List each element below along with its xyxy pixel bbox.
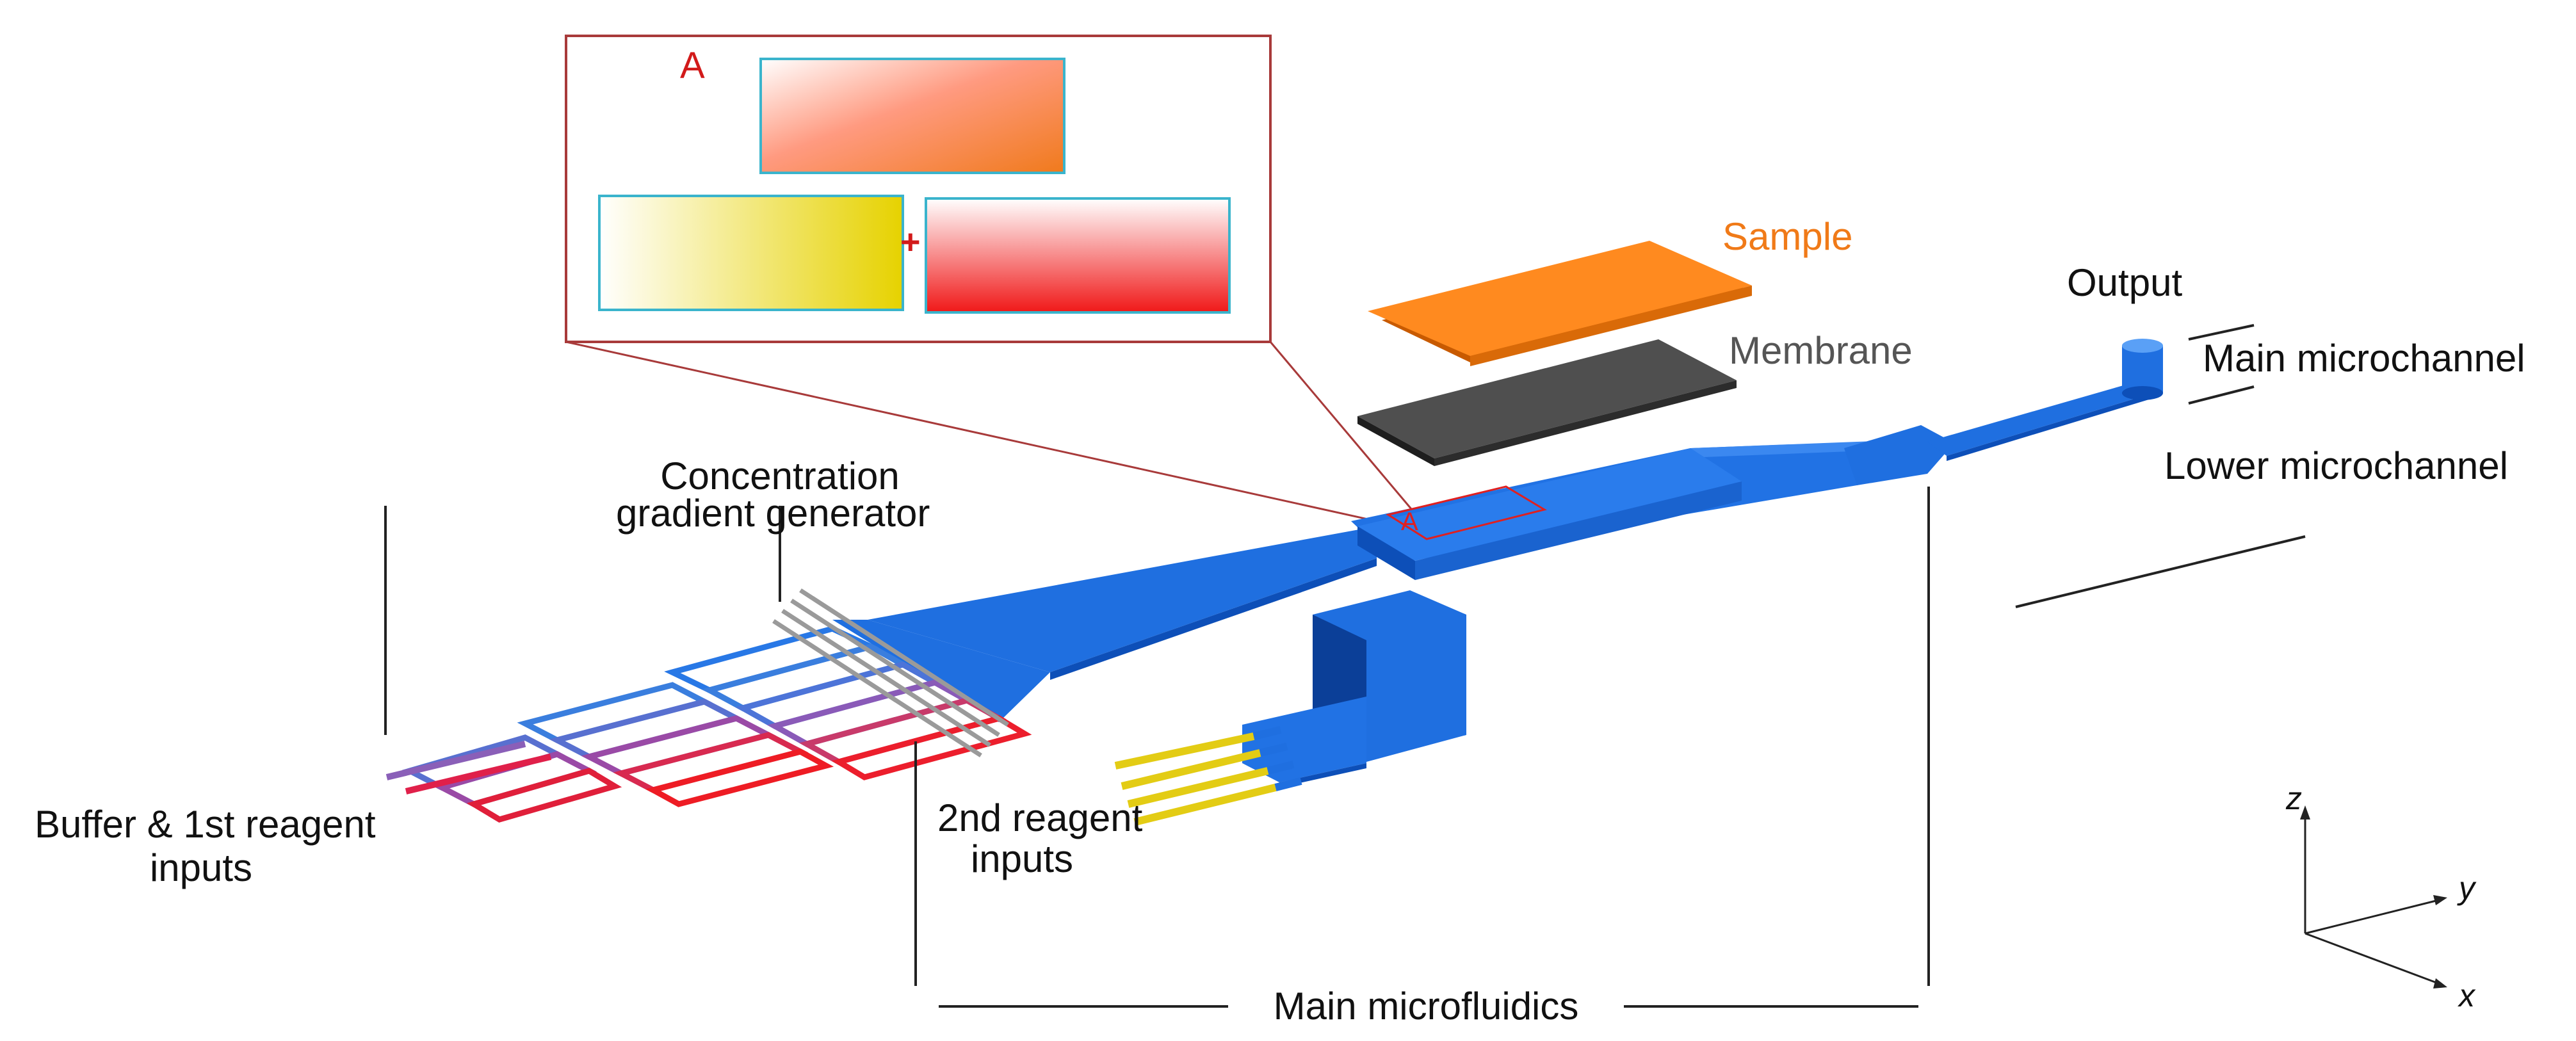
inset-plus-sign: +: [900, 223, 921, 261]
output-label: Output: [2067, 261, 2182, 304]
y-axis-label: y: [2457, 870, 2477, 906]
second-reagent-inputs: [1114, 726, 1302, 826]
inset-pointer-line-right: [1269, 341, 1420, 518]
main-microfluidics-label: Main microfluidics: [1274, 985, 1579, 1028]
gradient-generator-network: [385, 588, 1050, 823]
concentration-label-line1: Concentration: [660, 455, 900, 497]
reagent2-label-line2: inputs: [971, 837, 1073, 880]
buffer-input-line: [385, 741, 526, 780]
buffer-input-label-line2: inputs: [150, 846, 252, 889]
inset-yellow-gradient-box: [598, 195, 904, 311]
z-axis-label: z: [2285, 780, 2302, 816]
sample-label: Sample: [1722, 215, 1852, 258]
reagent2-label-line1: 2nd reagent: [937, 796, 1143, 839]
channel-output-arm: [1927, 383, 2149, 456]
lower-microchannel-label: Lower microchannel: [2164, 444, 2508, 487]
main-channel: A: [868, 339, 2163, 787]
membrane-layer: [1357, 339, 1737, 466]
channel-widening: [1844, 425, 1954, 485]
channel-taper: [868, 526, 1377, 672]
buffer-input-label-line1: Buffer & 1st reagent: [35, 803, 376, 846]
inset-red-gradient-box: [925, 197, 1231, 314]
concentration-label-line2: gradient generator: [616, 492, 930, 535]
inset-mixed-gradient-box: [759, 58, 1065, 174]
annotation-lines: [384, 324, 2306, 1008]
x-axis-label: x: [2458, 978, 2476, 1013]
chamber-outline-marker: [1386, 485, 1547, 540]
membrane-label: Membrane: [1729, 329, 1913, 372]
inset-pointer-line-left: [565, 341, 1389, 525]
svg-text:A: A: [1401, 508, 1418, 536]
sample-layer: [1368, 241, 1752, 366]
output-well: [2122, 339, 2163, 400]
lower-manifold: [1242, 697, 1366, 782]
inset-panel-a: A +: [565, 35, 1420, 525]
reagent-input-line: [405, 754, 552, 795]
coordinate-axes: [2300, 805, 2447, 989]
main-microchannel-label: Main microchannel: [2203, 337, 2525, 380]
inset-label-a: A: [680, 45, 705, 86]
